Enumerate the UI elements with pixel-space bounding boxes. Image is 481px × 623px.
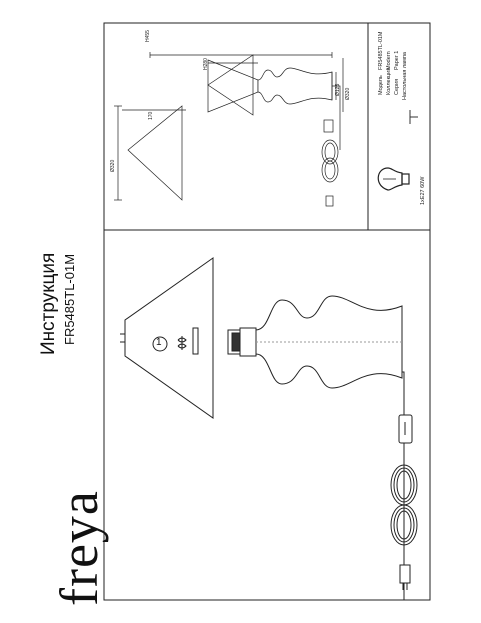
dim-base-diameter: Ø125 <box>335 83 341 96</box>
spec-series-value: Paper 1 <box>394 50 400 70</box>
step-circle <box>152 336 168 352</box>
shade-side-view <box>114 105 186 201</box>
spec-type-value: Настольная лампа <box>402 52 408 100</box>
dim-total-height: H455 <box>145 30 151 42</box>
dimension-drawing <box>149 52 344 207</box>
spec-collection-value: Modern <box>386 51 392 70</box>
lamp-type-icon <box>409 110 418 124</box>
dim-shade-diameter: Ø320 <box>345 87 351 100</box>
dim-shade-depth: 170 <box>148 111 154 120</box>
main-lamp-drawing <box>120 257 418 600</box>
lamp-shade <box>124 257 214 419</box>
bulb-spec: 1xE27 60W <box>420 176 426 205</box>
step-number: 1 <box>156 337 162 348</box>
harp-ring <box>192 327 199 355</box>
brand-logo: freya <box>49 490 109 606</box>
spec-series-label: Серия <box>394 78 400 95</box>
model-number: FR5485TL-01M <box>62 253 77 345</box>
plug <box>399 564 411 584</box>
spec-collection-label: Коллекция <box>386 67 392 95</box>
dim-shade-height: H280 <box>203 58 209 70</box>
dim-shade-diameter-side: Ø320 <box>110 159 116 172</box>
spec-model-label: Модель <box>378 75 384 95</box>
outer-frame <box>103 22 431 601</box>
power-cord <box>402 371 405 600</box>
bulb-icon <box>377 167 410 191</box>
spec-model-value: FR5485TL-01M <box>378 31 384 70</box>
page-title: Инструкция <box>38 252 59 355</box>
